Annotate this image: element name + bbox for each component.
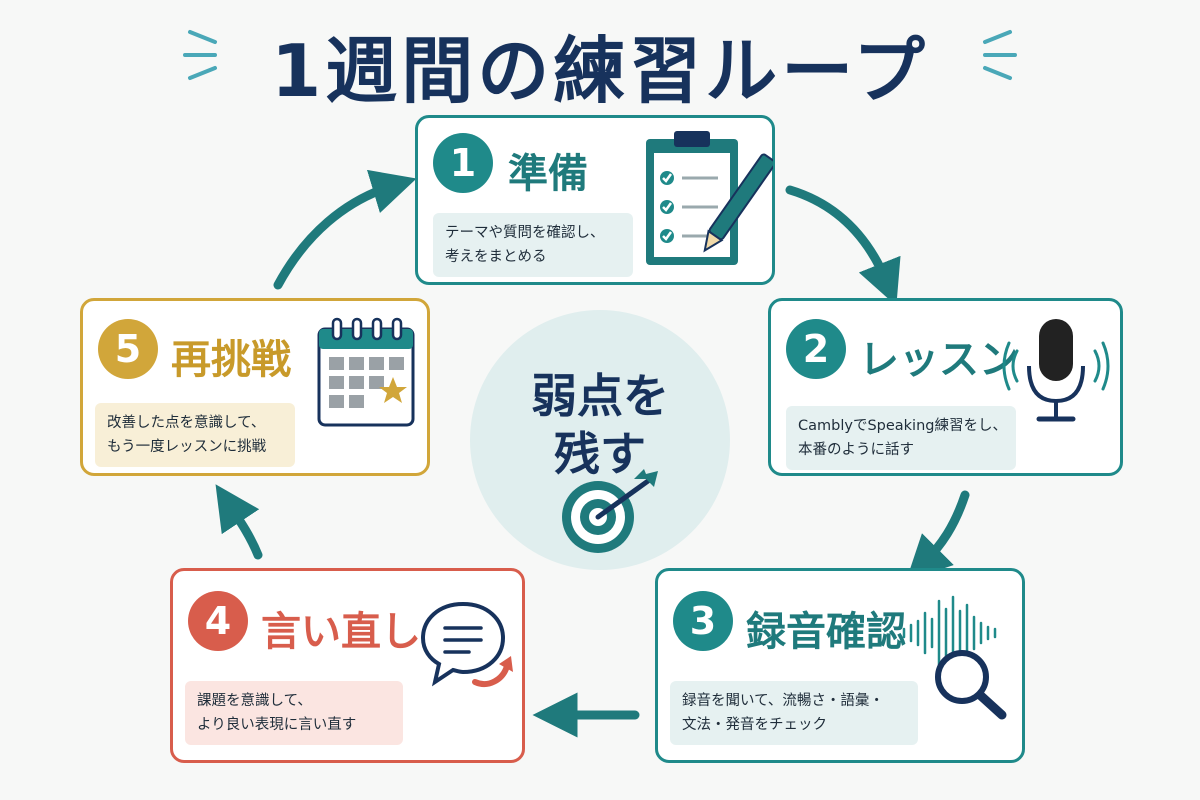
step-number-badge: 4 <box>188 591 248 651</box>
step-description: CamblyでSpeaking練習をし、本番のように話す <box>786 406 1016 470</box>
target-icon <box>562 469 658 553</box>
step-title: 言い直し <box>261 609 421 655</box>
calendar-star-icon <box>317 317 415 427</box>
step-description: 録音を聞いて、流暢さ・語彙・文法・発音をチェック <box>670 681 918 745</box>
waveform-magnifier-icon <box>902 595 1007 720</box>
clipboard-checklist-icon <box>646 131 773 265</box>
step-title: 録音確認 <box>746 609 906 655</box>
step-card-1: 1 準備 テーマや質問を確認し、考えをまとめる <box>415 115 775 285</box>
arrow-2-to-3 <box>906 490 970 581</box>
step-number-badge: 2 <box>786 319 846 379</box>
step-card-5: 5 再挑戦 改善した点を意識して、もう一度レッスンに挑戦 <box>80 298 430 476</box>
arrow-1-to-2 <box>785 185 901 306</box>
speech-bubble-refresh-icon <box>420 601 513 687</box>
step-description: 課題を意識して、より良い表現に言い直す <box>185 681 403 745</box>
step-title: 準備 <box>508 151 588 197</box>
arrow-4-to-5 <box>215 484 263 560</box>
step-card-3: 3 録音確認 録音を聞いて、流暢さ・語彙・文法・発音をチェック <box>655 568 1025 763</box>
step-card-2: 2 レッスン CamblyでSpeaking練習をし、本番のように話す <box>768 298 1123 476</box>
step-description: 改善した点を意識して、もう一度レッスンに挑戦 <box>95 403 295 467</box>
step-description: テーマや質問を確認し、考えをまとめる <box>433 213 633 277</box>
arrow-5-to-1 <box>273 169 417 290</box>
step-title: レッスン <box>859 337 1019 383</box>
page-title: 1週間の練習ループ <box>271 29 929 113</box>
center-text-line1: 弱点を <box>531 369 669 423</box>
step-number-badge: 3 <box>673 591 733 651</box>
step-card-4: 4 言い直し 課題を意識して、より良い表現に言い直す <box>170 568 525 763</box>
center-text-line2: 残す <box>554 427 646 481</box>
step-number-badge: 5 <box>98 319 158 379</box>
microphone-icon <box>1002 319 1110 422</box>
step-title: 再挑戦 <box>171 337 291 383</box>
title-sparkles <box>183 30 1017 80</box>
step-number-badge: 1 <box>433 133 493 193</box>
